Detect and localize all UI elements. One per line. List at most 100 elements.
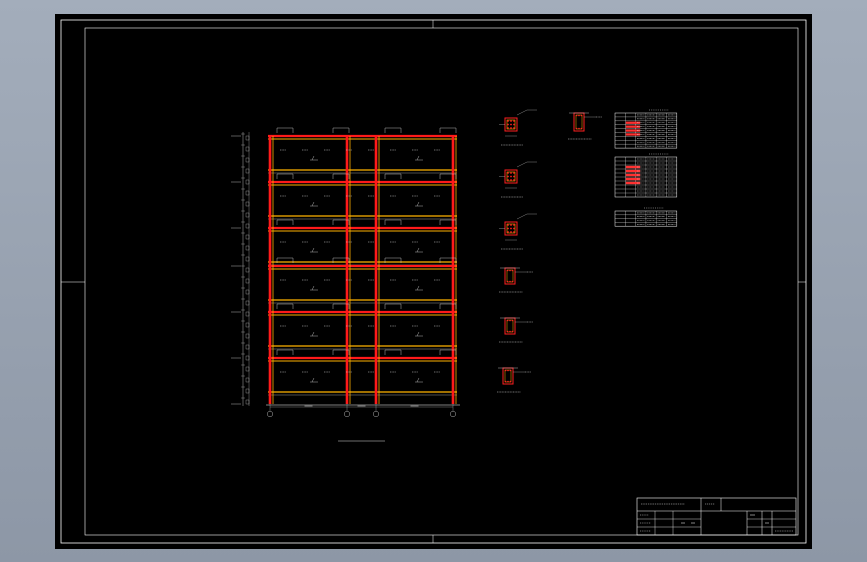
rebar-schedule-tables [614, 109, 678, 227]
beam-stirrup [504, 369, 512, 383]
rebar-dot [507, 227, 509, 230]
elevation-dimensions [231, 132, 460, 408]
beam-callout [276, 173, 294, 179]
rebar-dot [510, 179, 512, 181]
beam-callout [332, 257, 350, 263]
rebar-dot [510, 231, 512, 233]
rebar-dot [513, 123, 515, 126]
dim-label [245, 388, 250, 394]
beam-dim-tick [416, 285, 420, 291]
dim-label [245, 245, 250, 251]
beam-dim-tick [311, 331, 315, 337]
cad-drawing[interactable] [55, 14, 812, 549]
beam-dim-tick [311, 377, 315, 383]
beam-dim-tick [311, 247, 315, 253]
beam-dim-tick [311, 201, 315, 207]
rebar-dot [507, 172, 509, 174]
axis-bubble [344, 411, 351, 418]
rebar-dot [513, 224, 515, 226]
dim-label [245, 355, 250, 361]
dim-label [245, 300, 250, 306]
table-rebar-shape [625, 121, 641, 124]
floor-beams [268, 134, 457, 396]
dim-label [245, 157, 250, 163]
dim-label [245, 344, 250, 350]
rebar-dot [507, 123, 509, 126]
rebar-dot [510, 127, 512, 129]
beam-callout [384, 349, 402, 355]
beam-callout [384, 173, 402, 179]
drawing-sheet[interactable] [55, 14, 812, 549]
beam-callout [439, 219, 457, 225]
beam-rebar [507, 369, 509, 372]
beam-rebar [506, 319, 509, 322]
rebar-dot [513, 231, 515, 233]
beam-dim-tick [416, 247, 420, 253]
beam-callout [439, 257, 457, 263]
dim-label [245, 212, 250, 218]
beam-rebar [509, 369, 512, 372]
beam-rebar [506, 280, 509, 283]
beam-dim-tick [416, 201, 420, 207]
beam-rebar [580, 127, 583, 130]
beam-callout [384, 127, 402, 133]
dim-label [245, 289, 250, 295]
beam-callout [276, 127, 294, 133]
beam-rebar [578, 127, 580, 130]
table-rebar-shape [625, 165, 641, 169]
rebar-dot [513, 172, 515, 174]
rebar-dot [513, 227, 515, 230]
dim-label [245, 366, 250, 372]
frame-columns [266, 136, 457, 418]
beam-rebar [509, 330, 511, 333]
rebar-dot [510, 224, 512, 226]
beam-callout [384, 257, 402, 263]
title-block [636, 497, 797, 536]
beam-callout [439, 173, 457, 179]
beam-rebar [509, 269, 511, 272]
beam-callout [332, 219, 350, 225]
axis-bubble [373, 411, 380, 418]
dim-label [245, 333, 250, 339]
beam-rebar [509, 280, 511, 283]
dim-label [245, 267, 250, 273]
beam-dim-tick [416, 331, 420, 337]
rebar-dot [507, 224, 509, 226]
beam-rebar [578, 114, 580, 117]
rebar-dot [510, 227, 512, 230]
callout-leader [516, 161, 528, 168]
beam-callout [439, 349, 457, 355]
beam-callout [332, 349, 350, 355]
dim-label [245, 168, 250, 174]
rebar-dot [507, 175, 509, 178]
rebar-dot [507, 127, 509, 129]
beam-rebar [509, 380, 512, 383]
beam-rebar [511, 269, 514, 272]
beam-dim-tick [311, 155, 315, 161]
rebar-dot [507, 179, 509, 181]
stirrup [506, 171, 516, 182]
beam-section-details [497, 112, 602, 393]
stirrup [506, 223, 516, 234]
beam-rebar [504, 380, 507, 383]
rebar-dot [510, 172, 512, 174]
callout-leader [516, 213, 528, 220]
beam-rebar [575, 127, 578, 130]
beam-rebar [511, 330, 514, 333]
dim-label [245, 135, 250, 141]
beam-callout [384, 303, 402, 309]
rebar-dot [513, 120, 515, 122]
table-rebar-shape [625, 125, 641, 128]
rebar-dot [513, 127, 515, 129]
beam-rebar [511, 319, 514, 322]
rebar-dot [510, 175, 512, 178]
beam-stirrup [506, 269, 514, 283]
beam-callout [439, 127, 457, 133]
beam-callout [439, 303, 457, 309]
beam-callout [332, 173, 350, 179]
dim-label [245, 311, 250, 317]
beam-annotations [276, 127, 457, 383]
outer-frame [60, 19, 807, 544]
dim-label [245, 179, 250, 185]
dim-label [245, 223, 250, 229]
